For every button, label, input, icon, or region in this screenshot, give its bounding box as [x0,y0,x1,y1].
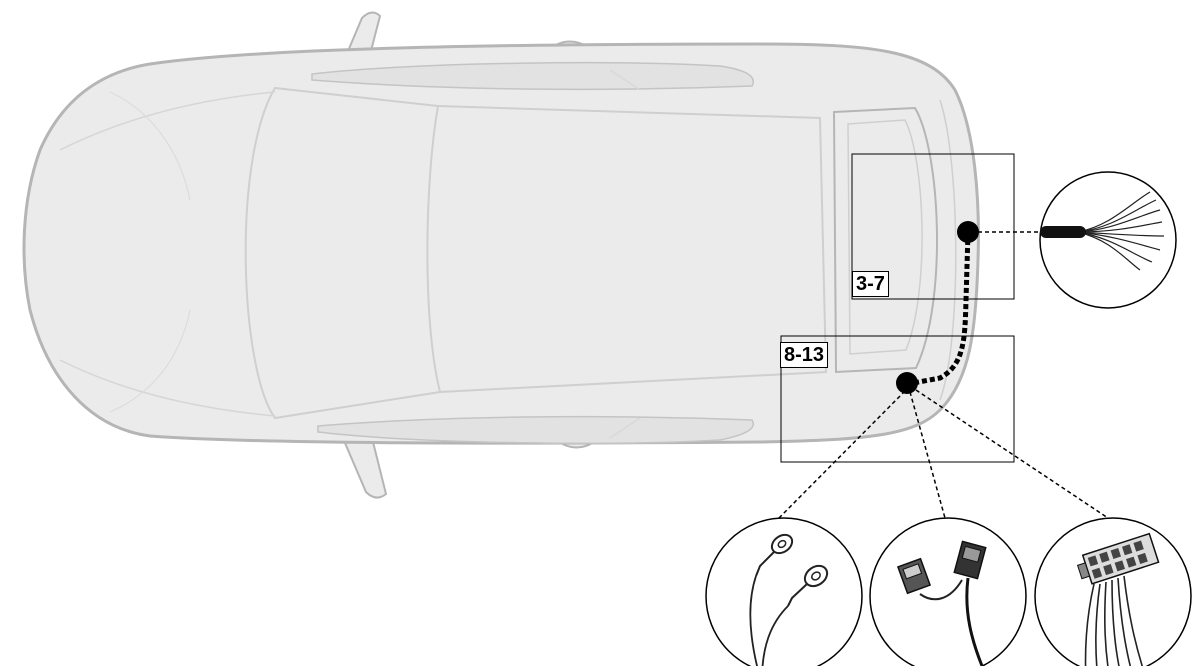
multi-pin-connector-icon [1034,517,1192,666]
area-box-steps-b [780,335,1015,463]
leader-lines [777,231,1109,520]
car-top-view [22,11,980,499]
wire-bundle-icon [1039,171,1177,309]
plug-connector-icon [869,517,1027,666]
cable-route [907,231,971,387]
connection-point-bottom [896,372,918,394]
area-box-steps-a [851,153,1015,300]
step-label-8-13: 8-13 [780,342,829,368]
roof [437,105,828,393]
step-label-3-7: 3-7 [852,271,889,297]
windshield [244,86,442,420]
car-body [22,42,980,445]
rear-window [832,106,938,374]
connection-point-top [957,221,979,243]
ring-terminal-icon [705,517,863,666]
